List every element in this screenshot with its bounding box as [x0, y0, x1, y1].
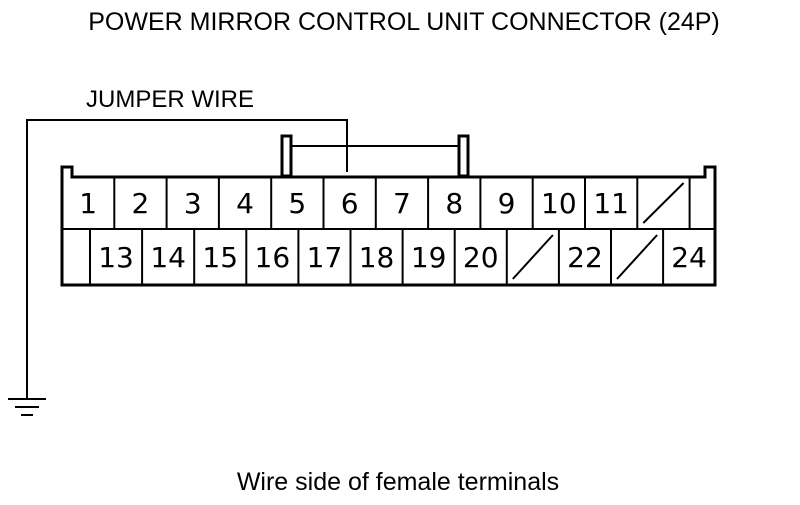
pin-number-22: 22	[567, 241, 603, 274]
pin-number-14: 14	[150, 241, 186, 274]
pin-number-19: 19	[411, 241, 447, 274]
pin-number-17: 17	[307, 241, 343, 274]
pin-row-1: 1 2 3 4 5 6 7 8 9 10 11	[79, 177, 691, 229]
ground-symbol-icon	[8, 398, 46, 416]
unused-pin-slash	[512, 234, 554, 280]
pin-number-9: 9	[498, 187, 516, 220]
pin-number-6: 6	[341, 187, 359, 220]
diagram-caption: Wire side of female terminals	[237, 468, 559, 496]
pin-number-7: 7	[393, 187, 411, 220]
diagram-title: POWER MIRROR CONTROL UNIT CONNECTOR (24P…	[88, 8, 720, 36]
pin-jumper-bracket	[280, 134, 470, 178]
pin-number-1: 1	[79, 187, 97, 220]
unused-pin-slash	[642, 182, 685, 224]
pin-number-15: 15	[202, 241, 238, 274]
pin-number-8: 8	[445, 187, 463, 220]
unused-pin-slash	[616, 234, 658, 280]
pin-number-24: 24	[671, 241, 707, 274]
pin-number-4: 4	[236, 187, 254, 220]
pin-number-2: 2	[132, 187, 150, 220]
pin-row-2: 13 14 15 16 17 18 19 20 22 24	[89, 229, 707, 285]
pin-number-13: 13	[98, 241, 134, 274]
pin-number-20: 20	[463, 241, 499, 274]
pin-number-18: 18	[359, 241, 395, 274]
pin-number-11: 11	[593, 187, 629, 220]
pin-number-16: 16	[255, 241, 291, 274]
pin-number-5: 5	[288, 187, 306, 220]
jumper-wire-label: JUMPER WIRE	[86, 86, 254, 113]
pin-number-3: 3	[184, 187, 202, 220]
pin-number-10: 10	[541, 187, 577, 220]
connector-housing	[60, 165, 717, 287]
